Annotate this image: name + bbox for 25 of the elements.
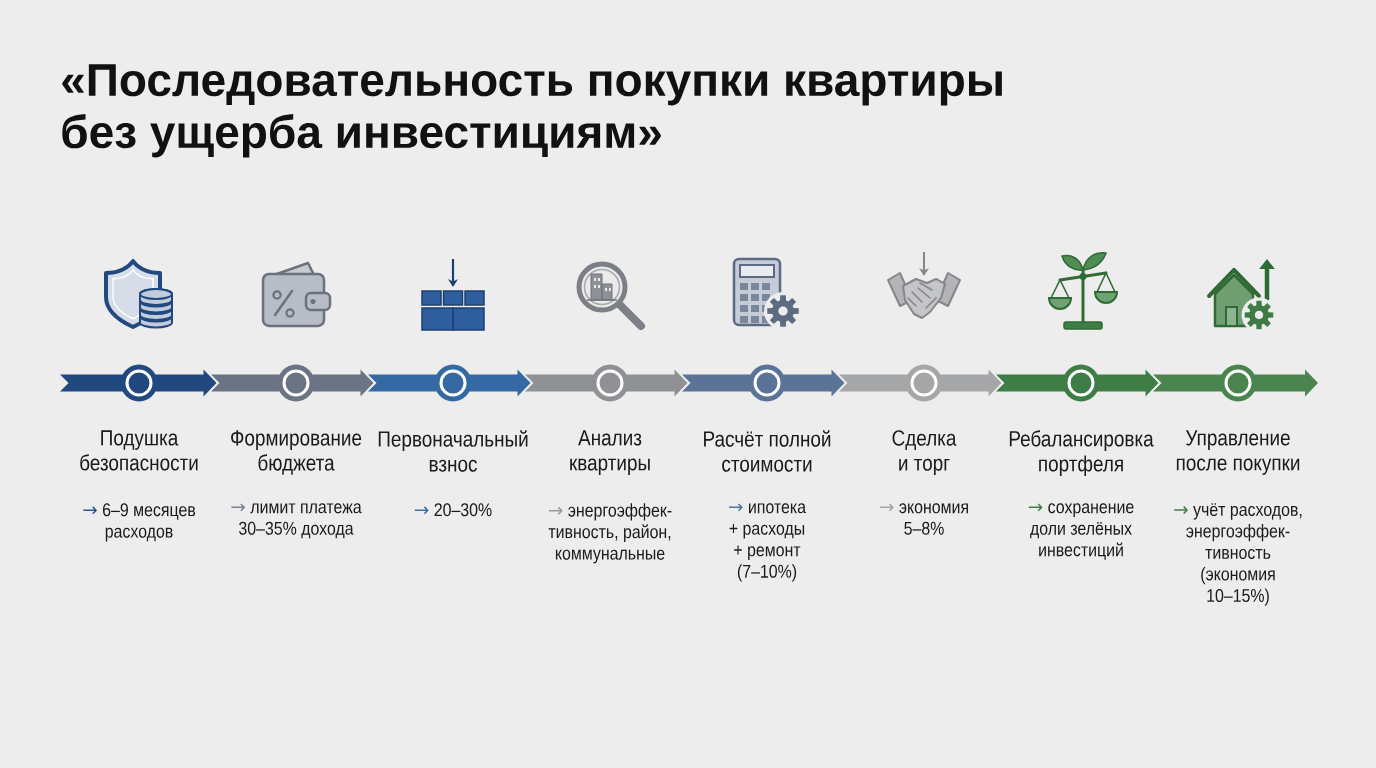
step-title: Управление после покупки bbox=[1176, 430, 1300, 475]
step-title: Анализ квартиры bbox=[570, 430, 650, 475]
timeline-milestone bbox=[682, 364, 786, 402]
timeline-milestone bbox=[211, 364, 315, 402]
step-note: → сохранение доли зелёных инвестиций bbox=[1028, 503, 1134, 560]
timeline-milestone bbox=[1153, 364, 1257, 402]
step-note: → ипотека + расходы + ремонт (7–10%) bbox=[729, 503, 807, 582]
step-title: Формирование бюджета bbox=[231, 430, 362, 475]
step-note: → учёт расходов, энергоэффек- тивность (экономия 10–15%) bbox=[1174, 503, 1302, 606]
timeline-milestone bbox=[996, 364, 1100, 402]
timeline-milestone bbox=[839, 364, 943, 402]
step-note: → лимит платежа 30–35% дохода bbox=[231, 503, 362, 539]
step-note: → 20–30% bbox=[414, 503, 492, 517]
timeline-milestone bbox=[525, 364, 629, 402]
step-note: → 6–9 месяцев расходов bbox=[83, 503, 196, 542]
step-note: → энергоэффек- тивность, район, коммунальные bbox=[548, 503, 672, 564]
step-title: Подушка безопасности bbox=[80, 430, 198, 471]
step-title: Ребалансировка портфеля bbox=[1009, 430, 1154, 476]
step-title: Первоначальный взнос bbox=[378, 430, 528, 472]
timeline-milestone bbox=[368, 364, 472, 402]
step-title: Сделка и торг bbox=[892, 430, 957, 476]
timeline-milestone bbox=[60, 364, 158, 402]
title: «Последовательность покупки квартиры без ущерба инвестициям» bbox=[62, 64, 1002, 158]
step-title: Расчёт полной стоимости bbox=[704, 430, 831, 472]
step-note: → экономия 5–8% bbox=[880, 503, 968, 535]
